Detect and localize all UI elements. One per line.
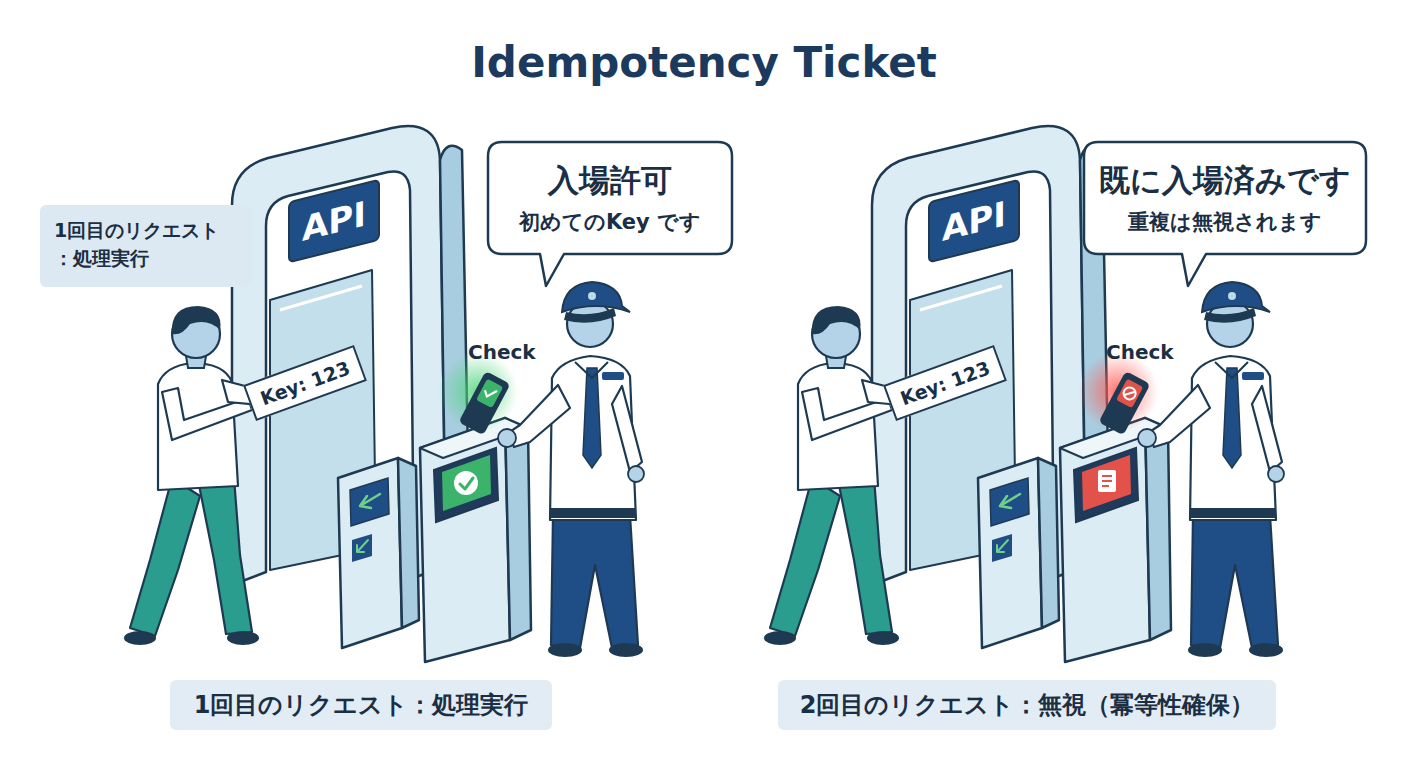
guard-pants <box>551 515 638 648</box>
post-side <box>398 458 419 628</box>
guard-tie <box>583 368 601 468</box>
guard-belt <box>551 508 636 518</box>
node-text: 1回目のリクエスト：処理実行 <box>194 689 529 721</box>
person-hair <box>172 306 221 334</box>
callout-box: 1回目のリクエスト ：処理実行 <box>40 205 252 287</box>
node-text: 2回目のリクエスト：無視（冪等性確保） <box>800 689 1255 721</box>
node-text: API <box>942 193 1006 249</box>
node-text: 1回目のリクエスト ：処理実行 <box>54 217 238 272</box>
node-text: 入場許可 <box>548 160 672 202</box>
scanner-body <box>458 371 510 435</box>
post-front <box>338 458 402 648</box>
bubble-shape <box>488 142 732 286</box>
post-screen <box>350 478 389 526</box>
node-subtext: 初めてのKey です <box>519 208 701 236</box>
guard-arm <box>612 386 642 472</box>
speech-bubble: 入場許可初めてのKey です <box>488 142 732 254</box>
scanner-body <box>1098 371 1150 435</box>
handheld-scanner <box>458 371 510 435</box>
check-mark <box>483 387 496 400</box>
shoe <box>609 643 643 657</box>
person-leg <box>130 478 200 636</box>
check-mark <box>460 478 473 489</box>
guard-cap-brim <box>564 308 616 323</box>
guard-cap <box>562 282 630 312</box>
scan-label: Check <box>1106 340 1174 364</box>
shoe <box>227 631 259 645</box>
guard-hand <box>498 429 516 447</box>
post-screen <box>352 534 372 562</box>
kiosk-screen <box>442 455 491 511</box>
person-leg <box>198 478 252 634</box>
stop-symbol <box>1124 388 1135 399</box>
caption-box: 1回目のリクエスト：処理実行 <box>170 680 552 730</box>
diagram-title: Idempotency Ticket <box>0 38 1408 87</box>
doc-icon <box>1098 470 1116 492</box>
scanner-screen <box>1116 379 1143 409</box>
stop-symbol <box>1122 385 1138 401</box>
speech-bubble: 既に入場済みです重複は無視されます <box>1084 142 1366 254</box>
check-circle <box>454 471 478 495</box>
guard-hand <box>628 466 644 482</box>
node-text: 既に入場済みです <box>1099 160 1351 202</box>
node-text: API <box>302 193 366 249</box>
scan-label: Check <box>468 340 536 364</box>
caption-box: 2回目のリクエスト：無視（冪等性確保） <box>778 680 1276 730</box>
glass-shine <box>280 286 362 310</box>
epaulette <box>602 372 624 380</box>
arrow-symbol <box>360 494 380 508</box>
node-subtext: 重複は無視されます <box>1128 208 1322 236</box>
shoe <box>548 643 582 657</box>
kiosk-screen <box>1082 455 1131 511</box>
handheld-scanner <box>1098 371 1150 435</box>
scanner-screen <box>476 379 503 409</box>
bubble-shape <box>1084 142 1366 286</box>
cap-badge <box>588 292 596 300</box>
kiosk-screen-frame <box>434 448 498 522</box>
arrow-symbol <box>357 540 368 552</box>
shoe <box>124 631 156 645</box>
doc-lines <box>1102 476 1112 486</box>
kiosk-side <box>505 418 531 640</box>
